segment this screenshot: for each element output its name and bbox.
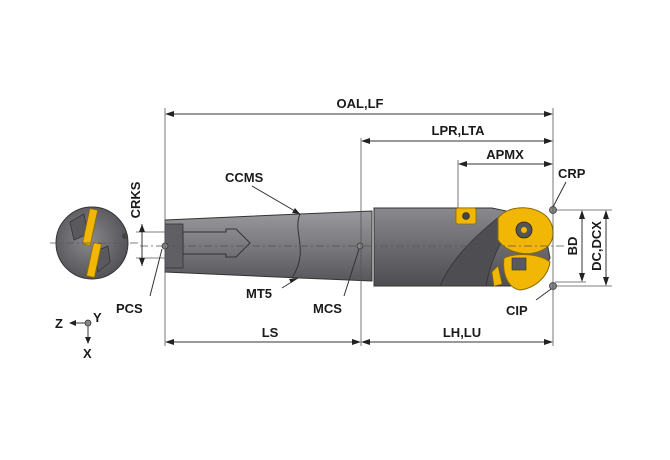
end-view-insert [81, 208, 99, 246]
leader-mcs: MCS [313, 248, 360, 316]
label-ccms: CCMS [225, 170, 264, 185]
dim-apmx: APMX [458, 147, 553, 167]
dim-crks: CRKS [128, 181, 145, 266]
lower-insert-clamp [511, 257, 527, 271]
leader-crp: CRP [552, 166, 586, 208]
dim-bd: BD [565, 210, 585, 282]
dim-ls: LS [165, 325, 361, 345]
end-view-hole [122, 233, 128, 239]
axes-origin [84, 319, 92, 327]
label-bd: BD [565, 237, 580, 256]
label-axis-z: Z [55, 316, 63, 331]
small-insert-screw [462, 212, 470, 220]
label-pcs: PCS [116, 301, 143, 316]
label-cip: CIP [506, 303, 528, 318]
main-insert-screw-center [521, 227, 527, 233]
label-lpr-lta: LPR,LTA [432, 123, 486, 138]
end-view-insert [86, 242, 102, 278]
label-dc-dcx: DC,DCX [589, 221, 604, 271]
label-lh-lu: LH,LU [443, 325, 481, 340]
break-line [291, 213, 301, 279]
shank-bore [182, 228, 251, 258]
dim-lh-lu: LH,LU [361, 325, 553, 345]
label-crks: CRKS [128, 181, 143, 218]
label-mcs: MCS [313, 301, 342, 316]
label-mt5: MT5 [246, 286, 272, 301]
lower-insert [503, 254, 551, 291]
label-axis-y: Y [93, 310, 102, 325]
extension-lines [136, 108, 612, 346]
mcs-point [356, 242, 364, 250]
leader-pcs: PCS [116, 248, 163, 316]
leader-ccms: CCMS [225, 170, 301, 215]
end-view [50, 206, 138, 280]
tool-head [373, 207, 554, 291]
dim-lpr: LPR,LTA [361, 123, 553, 144]
label-crp: CRP [558, 166, 586, 181]
label-oal-lf: OAL,LF [337, 96, 384, 111]
dim-dc-dcx: DC,DCX [589, 210, 609, 286]
coordinate-axes: Z Y X [55, 310, 102, 361]
dim-oal: OAL,LF [165, 96, 553, 117]
leader-cip: CIP [506, 288, 552, 318]
head-tooth [491, 265, 503, 287]
label-axis-x: X [83, 346, 92, 361]
leader-mt5: MT5 [246, 277, 299, 301]
label-ls: LS [262, 325, 279, 340]
label-apmx: APMX [486, 147, 524, 162]
